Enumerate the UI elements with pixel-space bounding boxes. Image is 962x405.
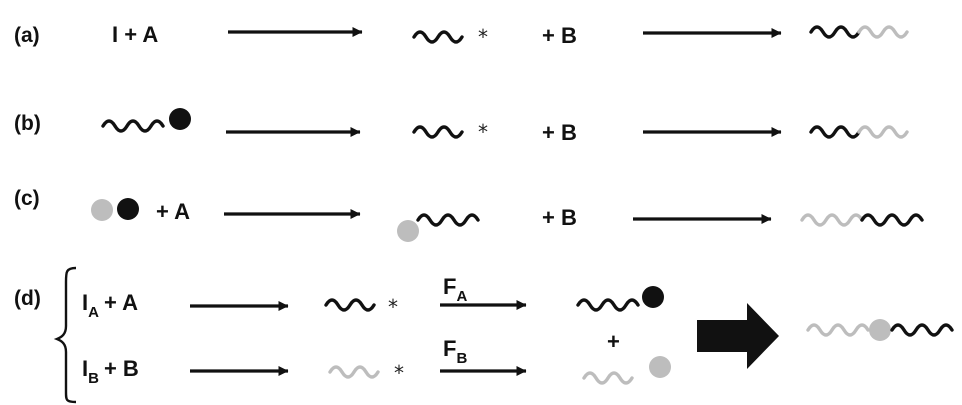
row-d-bottom-function-label: FB (443, 336, 467, 367)
row-c-grey-initiator-unit (91, 199, 113, 221)
row-d-bottom-growing-chain (328, 365, 380, 379)
row-d-product-black-chain (890, 323, 954, 337)
row-d-curly-brace (53, 266, 77, 404)
row-c-growing-chain (416, 213, 480, 227)
row-d-bottom-initiator: IB+ B (82, 356, 139, 387)
row-b-end-group (169, 108, 191, 130)
row-d-label: (d) (14, 287, 41, 310)
row-a-active-center: * (478, 25, 488, 49)
row-b-growing-chain (412, 125, 464, 139)
row-d-top-growing-chain (324, 298, 376, 312)
row-b-product-block-a (809, 125, 861, 139)
row-c-product-block-a (860, 213, 924, 227)
row-d-plus: + (607, 329, 620, 354)
row-a-product-block-b (857, 25, 909, 39)
row-c-plus-a: + A (156, 199, 190, 224)
row-a-reactants: I + A (112, 22, 158, 47)
row-c-black-initiator-unit (117, 198, 139, 220)
row-c-label: (c) (14, 187, 40, 210)
row-b-product-block-b (857, 125, 909, 139)
row-b-label: (b) (14, 112, 41, 135)
row-b-plus-b: + B (542, 120, 577, 145)
row-d-top-initiator: IA+ A (82, 290, 138, 321)
row-d-top-black-end-group (642, 286, 664, 308)
row-a-label: (a) (14, 24, 40, 47)
row-d-product-junction (869, 319, 891, 341)
row-a-growing-chain (412, 30, 464, 44)
row-b-active-center: * (478, 120, 488, 144)
row-d-bottom-grey-end-group (649, 356, 671, 378)
row-d-bottom-functional-chain (582, 371, 634, 385)
row-d-top-active-center: * (388, 295, 398, 319)
row-d-top-function-label: FA (443, 274, 467, 305)
row-d-coupling-arrow (697, 303, 779, 369)
row-a-plus-b: + B (542, 23, 577, 48)
row-d-bottom-active-center: * (394, 361, 404, 385)
row-c-grey-end-group (397, 220, 419, 242)
row-d-product-grey-chain (806, 323, 870, 337)
row-c-plus-b: + B (542, 205, 577, 230)
row-c-product-block-b (800, 213, 864, 227)
row-a-product-block-a (809, 25, 861, 39)
row-d-top-functional-chain (576, 298, 640, 312)
row-b-macroinitiator-chain (101, 119, 165, 133)
